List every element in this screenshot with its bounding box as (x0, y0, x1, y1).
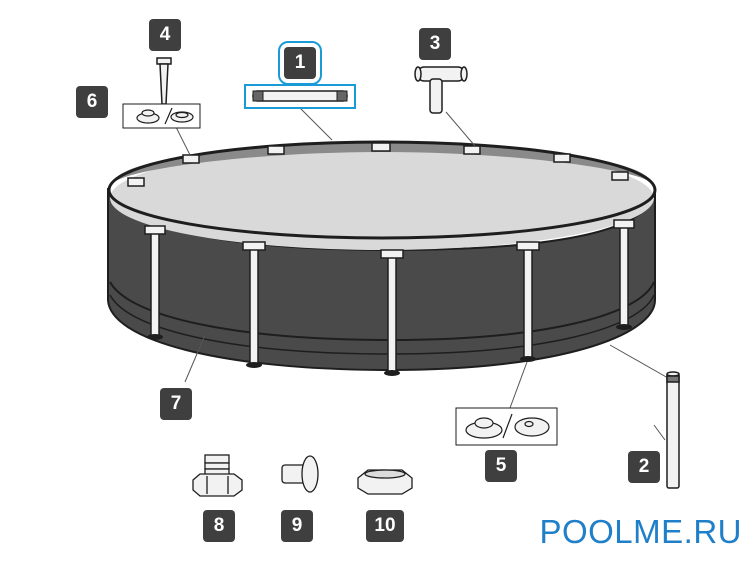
pool-inner-wall (112, 143, 652, 185)
label-part-5: 5 (485, 450, 517, 482)
part-5-foot-caps-icon (465, 413, 550, 439)
label-part-6: 6 (76, 86, 108, 118)
part-6-caps-icon (136, 107, 194, 125)
label-part-1: 1 (278, 41, 322, 85)
watermark-text: POOLME.RU (539, 513, 742, 550)
part-8-valve-icon (192, 454, 243, 497)
part-4-pin-icon (156, 57, 172, 105)
label-part-10: 10 (366, 510, 404, 542)
label-part-2: 2 (628, 451, 660, 483)
label-part-3: 3 (419, 28, 451, 60)
part-3-t-connector-icon (414, 66, 468, 114)
part-10-nut-icon (357, 469, 413, 495)
label-part-7: 7 (160, 388, 192, 420)
part-1-callout-box (244, 84, 356, 109)
label-part-4: 4 (149, 19, 181, 51)
leader-lines (175, 107, 669, 441)
pool-floor (110, 146, 654, 250)
part-9-plug-icon (281, 455, 319, 493)
label-part-8: 8 (203, 510, 235, 542)
pool-feet (147, 324, 632, 376)
pool-top-rim (107, 140, 657, 240)
part-2-leg-icon (666, 371, 680, 489)
pool-t-joints (127, 142, 635, 259)
part-1-beam-icon (252, 90, 348, 102)
label-part-9: 9 (281, 510, 313, 542)
